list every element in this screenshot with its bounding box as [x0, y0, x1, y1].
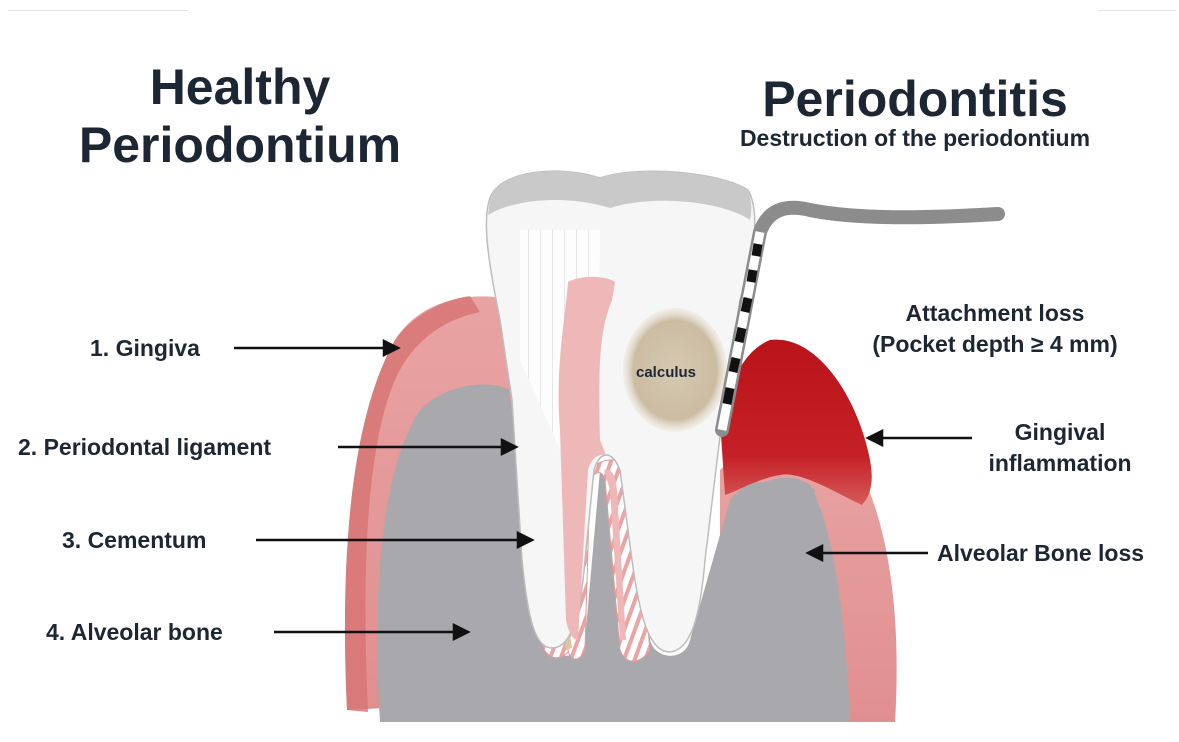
arrow-gingiva [234, 341, 398, 355]
calculus-label: calculus [636, 364, 696, 381]
healthy-title: Healthy Periodontium [40, 58, 440, 174]
label-periodontal-ligament: 2. Periodontal ligament [18, 434, 271, 461]
periodontitis-title: Periodontitis [690, 72, 1140, 127]
healthy-title-line1: Healthy [40, 58, 440, 116]
label-gingival-inflammation-line1: Gingival [960, 417, 1160, 448]
label-attachment-loss-line2: (Pocket depth ≥ 4 mm) [830, 329, 1160, 360]
label-attachment-loss-line1: Attachment loss [830, 298, 1160, 329]
label-gingival-inflammation: Gingival inflammation [960, 417, 1160, 479]
label-attachment-loss: Attachment loss (Pocket depth ≥ 4 mm) [830, 298, 1160, 360]
arrow-inflammation [868, 431, 972, 445]
periodontitis-subtitle: Destruction of the periodontium [680, 126, 1150, 151]
label-gingiva: 1. Gingiva [90, 335, 200, 362]
label-alveolar-bone: 4. Alveolar bone [46, 619, 223, 646]
label-alveolar-bone-loss: Alveolar Bone loss [937, 540, 1144, 567]
label-gingival-inflammation-line2: inflammation [960, 448, 1160, 479]
healthy-title-line2: Periodontium [40, 116, 440, 174]
label-cementum: 3. Cementum [62, 527, 206, 554]
